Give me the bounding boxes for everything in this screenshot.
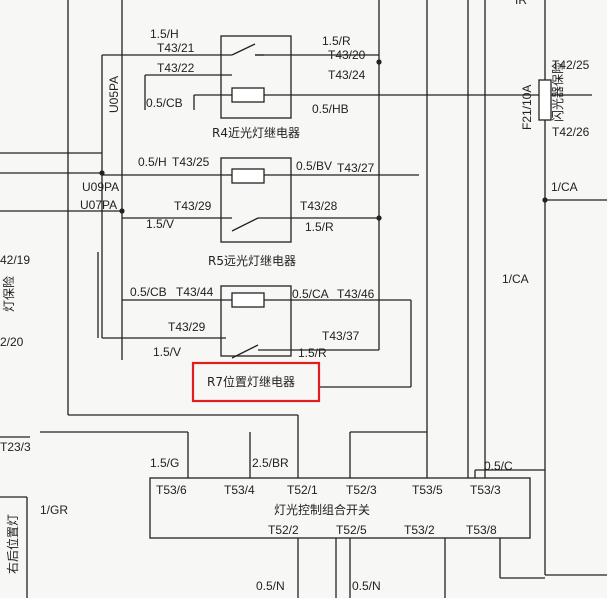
relay-r4-label: R4近光灯继电器 bbox=[212, 126, 300, 140]
switch-pin: T53/2 bbox=[404, 523, 435, 537]
top-partial-label: IR bbox=[515, 0, 527, 7]
terminal-label: T42/26 bbox=[552, 125, 590, 139]
wire-label: 1.5/R bbox=[322, 34, 351, 48]
terminal-label: T43/22 bbox=[157, 61, 195, 75]
lamp-label: 右后位置灯 bbox=[5, 514, 20, 574]
relay-r5: R5远光灯继电器 bbox=[208, 157, 296, 268]
wire-label: 1.5/V bbox=[153, 345, 181, 359]
switch-pin: T53/3 bbox=[470, 483, 501, 497]
left-edge-labels: 42/19 灯保险 2/20 T23/3 右后位置灯 bbox=[0, 253, 31, 574]
relay-r7-label: R7位置灯继电器 bbox=[207, 374, 295, 389]
connector-label: U05PA bbox=[107, 76, 121, 113]
switch-pin: T53/4 bbox=[224, 483, 255, 497]
terminal-label: T43/24 bbox=[328, 68, 366, 82]
terminal-label: T43/44 bbox=[176, 285, 214, 299]
terminal-label: T43/29 bbox=[168, 320, 206, 334]
terminal-label: 42/19 bbox=[0, 253, 30, 267]
light-control-switch: 灯光控制组合开关 T53/6 T53/4 T52/1 T52/3 T53/5 T… bbox=[149, 477, 531, 539]
wire-label: 1.5/R bbox=[305, 220, 334, 234]
fuse-desc: 闪光器保险 bbox=[550, 62, 565, 122]
switch-pin: T52/5 bbox=[336, 523, 367, 537]
wire-label: 1/CA bbox=[502, 272, 529, 286]
wire-label: 0.5/BV bbox=[296, 159, 332, 173]
wire-label: 0.5/C bbox=[484, 459, 513, 473]
switch-pin: T53/6 bbox=[156, 483, 187, 497]
wire-label: 1.5/H bbox=[150, 27, 179, 41]
switch-pin: T52/2 bbox=[268, 523, 299, 537]
terminal-label: T43/27 bbox=[337, 161, 375, 175]
relay-r4: R4近光灯继电器 bbox=[212, 35, 300, 140]
terminal-label: T42/25 bbox=[552, 58, 590, 72]
connector-label: U09PA bbox=[82, 180, 119, 194]
wire-label: 0.5/CA bbox=[292, 287, 329, 301]
wire-label: 0.5/CB bbox=[146, 96, 183, 110]
wire-label: 1.5/R bbox=[298, 346, 327, 360]
switch-pin: T53/8 bbox=[466, 523, 497, 537]
wire-label: 0.5/N bbox=[256, 579, 285, 593]
terminal-label: T43/25 bbox=[172, 155, 210, 169]
terminal-label: 2/20 bbox=[0, 335, 24, 349]
wire-label: 1/GR bbox=[40, 503, 68, 517]
wire-label: 0.5/CB bbox=[130, 285, 167, 299]
fuse-f21: F21/10A 闪光器保险 bbox=[520, 62, 565, 130]
terminal-label: T43/46 bbox=[337, 287, 375, 301]
switch-pin: T52/1 bbox=[287, 483, 318, 497]
fuse-note: 灯保险 bbox=[1, 276, 16, 312]
wire-label: 2.5/BR bbox=[252, 456, 289, 470]
wire-labels: 1.5/H T43/21 T43/22 1.5/R T43/20 T43/24 … bbox=[40, 0, 590, 593]
wire-label: 1.5/V bbox=[146, 217, 174, 231]
switch-pin: T53/5 bbox=[412, 483, 443, 497]
highlight-box bbox=[191, 361, 321, 403]
terminal-label: T43/37 bbox=[322, 329, 360, 343]
switch-pin: T52/3 bbox=[346, 483, 377, 497]
relay-r5-label: R5远光灯继电器 bbox=[208, 254, 296, 268]
connector-label: U07PA bbox=[80, 198, 117, 212]
wire-label: 0.5/N bbox=[352, 579, 381, 593]
terminal-label: T43/28 bbox=[300, 199, 338, 213]
wire-label: 1.5/G bbox=[150, 456, 179, 470]
wire-label: 0.5/HB bbox=[312, 102, 349, 116]
fuse-label: F21/10A bbox=[520, 85, 534, 130]
junction-dots bbox=[99, 59, 548, 221]
terminal-label: T43/29 bbox=[174, 199, 212, 213]
terminal-label: T43/20 bbox=[328, 48, 366, 62]
wire-label: 1/CA bbox=[551, 180, 578, 194]
terminal-label: T23/3 bbox=[0, 440, 31, 454]
relay-r7: R7位置灯继电器 bbox=[191, 285, 321, 403]
wire-label: 0.5/H bbox=[138, 155, 167, 169]
switch-label: 灯光控制组合开关 bbox=[274, 502, 370, 517]
terminal-label: T43/21 bbox=[157, 41, 195, 55]
